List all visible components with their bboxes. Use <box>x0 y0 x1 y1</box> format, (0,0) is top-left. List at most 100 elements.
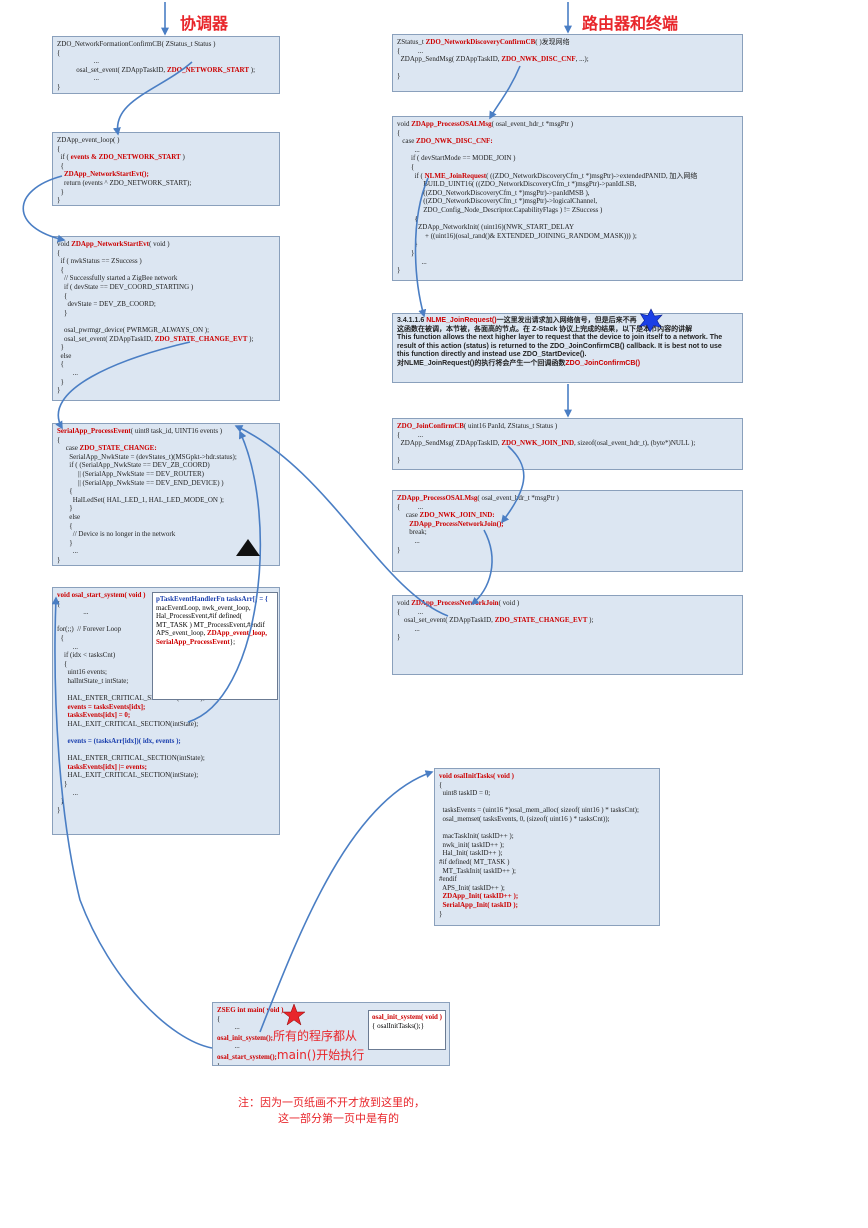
code-line: osal_start_system();main()开始执行 <box>217 1047 445 1062</box>
code-text: { <box>397 214 418 223</box>
code-text: osal_pwrmgr_device( PWRMGR_ALWAYS_ON ); <box>57 325 210 334</box>
code-text: { <box>397 128 401 137</box>
code-line: MT_TaskInit( taskID++ ); <box>439 867 655 876</box>
code-line: ... <box>397 258 738 267</box>
code-line: ZDApp_Init( taskID++ ); <box>439 892 655 901</box>
code-line: uint8 taskID = 0; <box>439 789 655 798</box>
code-text: { <box>57 248 61 257</box>
code-line: else <box>57 513 275 522</box>
code-line: ZDApp_event_loop, <box>205 629 267 637</box>
code-line: { <box>397 215 738 224</box>
code-line: osalInitTasks(); <box>375 1022 420 1030</box>
code-line: nwk_event_loop, <box>201 604 250 612</box>
network-start-evt-box: void ZDApp_NetworkStartEvt( void ){ if (… <box>52 236 280 401</box>
code-text: ); <box>249 65 256 74</box>
code-text: ... <box>397 624 420 633</box>
code-text: ZDApp_NetworkInit( (uint16)(NWK_START_DE… <box>397 223 575 232</box>
code-line: || (SerialApp_NwkState == DEV_END_DEVICE… <box>57 479 275 488</box>
code-line: osal_set_event( ZDAppTaskID, ZDO_STATE_C… <box>397 616 738 625</box>
code-text: HalLedSet( HAL_LED_1, HAL_LED_MODE_ON ); <box>57 495 224 504</box>
code-line: { <box>57 249 275 258</box>
code-text: { <box>57 599 61 608</box>
code-line <box>57 729 275 738</box>
code-line: { ... <box>397 608 738 617</box>
code-text: if ( devStartMode == MODE_JOIN ) <box>397 154 516 163</box>
arrow-main-to-inittasks <box>259 770 434 1033</box>
code-text: ZDO_STATE_CHANGE_EVT <box>494 616 588 625</box>
code-line: } <box>57 196 275 205</box>
code-line: #endif <box>247 621 265 629</box>
code-text: case <box>397 137 417 146</box>
footnote-line-2: 这一部分第一页中是有的 <box>278 1112 399 1125</box>
code-line: this function directly and instead use Z… <box>397 351 738 360</box>
process-osal-msg-disc-box: void ZDApp_ProcessOSALMsg( osal_event_hd… <box>392 116 743 281</box>
code-text: } <box>57 343 64 352</box>
code-text: main()开始执行 <box>276 1047 365 1062</box>
code-text: ZDApp_NetworkStartEvt(); <box>57 170 149 179</box>
code-line <box>57 746 275 755</box>
code-text: events = (tasksArr[idx])( idx, events ); <box>57 737 181 746</box>
code-line: osal_set_event( ZDAppTaskID, ZDO_NETWORK… <box>57 66 275 75</box>
code-line: if ( devState == DEV_COORD_STARTING ) <box>57 283 275 292</box>
code-text: APS_event_loop, <box>156 629 206 638</box>
code-line <box>439 798 655 807</box>
code-text: SerialApp_ProcessEvent <box>57 427 131 435</box>
code-text: ZDApp_NetworkStartEvt <box>71 240 149 248</box>
code-text: 对NLME_JoinRequest()的执行将会产生一个回调函数 <box>397 359 566 367</box>
code-line: }; <box>230 638 235 646</box>
code-line: osal_pwrmgr_device( PWRMGR_ALWAYS_ON ); <box>57 326 275 335</box>
code-line: ZDApp_SendMsg( ZDAppTaskID, ZDO_NWK_JOIN… <box>397 439 738 448</box>
code-line: { <box>217 1015 445 1024</box>
code-line: ... <box>397 625 738 634</box>
code-text: ZDO_JoinConfirmCB <box>397 422 464 430</box>
code-text: } <box>397 633 401 642</box>
discovery-confirm-box: ZStatus_t ZDO_NetworkDiscoveryConfirmCB(… <box>392 34 743 92</box>
code-text: ZDO_NWK_DISC_CNF <box>501 55 576 64</box>
code-text: macEventLoop, <box>156 603 201 612</box>
code-line: } <box>397 249 738 258</box>
code-text: ZDApp_SendMsg( ZDAppTaskID, <box>397 55 502 64</box>
code-text: SerialApp_ProcessEvent <box>156 637 230 646</box>
code-line: } <box>57 504 275 513</box>
code-text: } <box>57 555 61 564</box>
code-line: ZDApp_SendMsg( ZDAppTaskID, ZDO_NWK_DISC… <box>397 55 738 64</box>
code-line: { <box>57 522 275 531</box>
code-text: 这函数在被调，本节被，各面高的节点。在 Z-Stack 协议上完成的结果，以下是… <box>397 325 693 333</box>
code-text: ZDO_JoinConfirmCB() <box>565 359 641 367</box>
code-text: osal_memset( tasksEvents, 0, (sizeof( ui… <box>439 814 610 823</box>
code-line <box>397 64 738 73</box>
code-line: SerialApp_ProcessEvent( uint8 task_id, U… <box>57 427 275 436</box>
code-text: ZDO_NetworkFormationConfirmCB( ZStatus_t… <box>57 40 216 48</box>
code-text: { <box>57 521 73 530</box>
code-text: + ((uint16)(osal_rand()& EXTENDED_JOININ… <box>397 231 637 240</box>
code-line: tasksEvents[idx] |= events; <box>57 763 275 772</box>
formation-confirm-box: ZDO_NetworkFormationConfirmCB( ZStatus_t… <box>52 36 280 94</box>
code-text: { <box>57 265 64 274</box>
code-line: } <box>57 780 275 789</box>
code-text: ZDApp_SendMsg( ZDAppTaskID, <box>397 439 502 448</box>
code-text: } <box>397 248 415 257</box>
code-text: Hal_Init( taskID++ ); <box>439 849 503 858</box>
osal-init-tasks-box: void osalInitTasks( void ){ uint8 taskID… <box>434 768 660 926</box>
code-line: ZDApp_NetworkInit( (uint16)(NWK_START_DE… <box>397 223 738 232</box>
code-text: ZDO_Config_Node_Descriptor.CapabilityFla… <box>397 205 603 214</box>
code-text: void osalInitTasks( void ) <box>439 772 515 780</box>
code-line: } <box>57 83 275 92</box>
code-line: HAL_EXIT_CRITICAL_SECTION(intState); <box>57 771 275 780</box>
code-text: ZDApp_ProcessNetworkJoin <box>411 599 499 607</box>
code-text: // Device is no longer in the network <box>57 530 176 539</box>
code-text: SerialApp_Init( taskID ); <box>439 900 518 909</box>
code-text: return (events ^ ZDO_NETWORK_START); <box>57 178 192 187</box>
code-line: { ... <box>397 47 738 56</box>
code-line: SerialApp_NwkState = (devStates_t)(MSGpk… <box>57 453 275 462</box>
code-line: ... <box>217 1042 445 1051</box>
code-line: osal_init_system();所有的程序都从 <box>217 1030 445 1043</box>
code-text: BUILD_UINT16( ((ZDO_NetworkDiscoveryCfm_… <box>397 180 637 189</box>
code-text: osal_init_system( void ) <box>372 1013 442 1021</box>
code-text: ZStatus_t <box>397 38 426 46</box>
code-line: } <box>57 188 275 197</box>
code-text: NLME_JoinRequest <box>424 171 487 180</box>
code-text: ( uint16 PanId, ZStatus_t Status ) <box>463 422 558 430</box>
code-line: nwk_init( taskID++ ); <box>439 841 655 850</box>
process-osal-msg-join-box: ZDApp_ProcessOSALMsg( osal_event_hdr_t *… <box>392 490 743 572</box>
